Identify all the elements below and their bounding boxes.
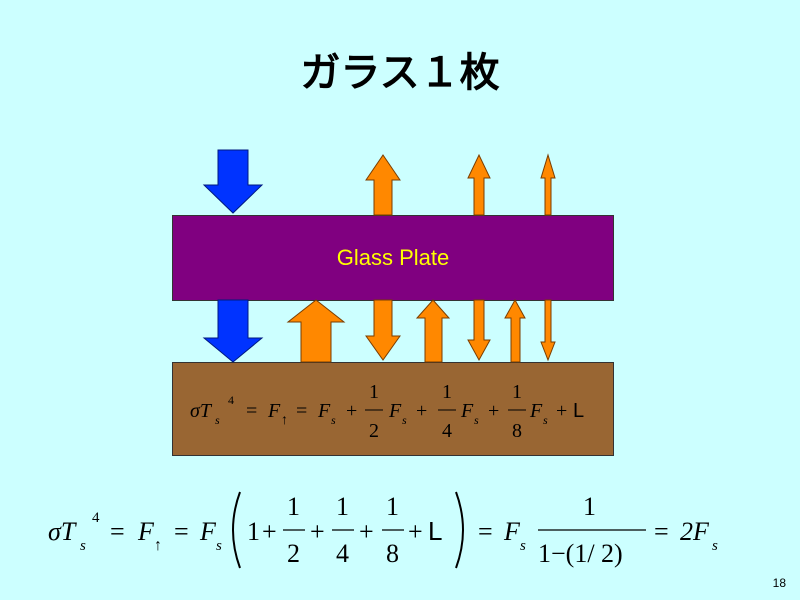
glass-plate-label: Glass Plate [336,245,450,270]
glass-plate: Glass Plate [172,215,614,301]
eq2-den-2: 2 [287,539,300,568]
eq2-eq-1: = [110,517,125,546]
eq2-plus-3: + [359,517,374,546]
eq1-den-8: 8 [512,420,522,442]
reflected-arrow-down-1 [365,299,401,361]
eq1-lhs: σT [190,400,213,422]
eq1-eq-2: = [296,400,307,422]
eq2-f1: F [199,517,217,546]
ground-equation: σT s 4 = F ↑ = F s + 1 2 F s + 1 4 F s +… [190,381,584,442]
eq1-f3-sub: s [474,413,479,427]
summary-equation: σT s 4 = F ↑ = F s 1 + 1 2 + 1 4 + 1 8 +… [48,491,718,569]
eq2-result-sub: s [712,538,718,554]
eq2-result: 2F [680,517,710,546]
emitted-arrow-up-1 [365,154,401,216]
reemitted-arrow-up-2 [504,298,526,363]
eq2-ellipsis: L [428,516,442,546]
eq1-fup: F [267,400,281,422]
eq1-plus-1: + [346,400,357,422]
eq2-f1-sub: s [216,538,222,554]
eq1-f2-sub: s [402,413,407,427]
eq1-f4-sub: s [543,413,548,427]
eq2-num-1: 1 [287,492,300,521]
eq1-f2: F [388,400,402,422]
page-title: ガラス１枚 [300,50,500,96]
eq1-lhs-sub: s [215,413,220,427]
incoming-arrow-top [202,149,264,214]
eq2-plus-1: + [262,517,277,546]
eq1-f3: F [460,400,474,422]
eq2-num-2: 1 [336,492,349,521]
eq1-den-2: 2 [369,420,379,442]
emitted-arrow-up-3 [540,153,556,216]
eq1-fup-sub: ↑ [281,413,288,428]
eq2-lhs-sub: s [80,538,86,554]
eq2-eq-4: = [654,517,669,546]
eq2-lhs-sup: 4 [92,510,100,526]
eq1-lhs-sup: 4 [228,393,234,407]
eq1-plus-3: + [488,400,499,422]
reemitted-arrow-up-1 [415,299,451,363]
eq2-frac-den: 1−(1/ 2) [538,539,623,568]
eq2-den-8: 8 [386,539,399,568]
ground-surface [172,362,614,456]
eq1-num-3: 1 [512,381,522,403]
eq2-fup: F [137,517,155,546]
eq1-ellipsis: L [573,400,584,422]
page-number: 18 [772,576,786,590]
eq2-den-4: 4 [336,539,349,568]
eq1-den-4: 4 [442,420,452,442]
eq1-f1: F [317,400,331,422]
eq2-lhs: σT [48,517,77,546]
eq1-plus-2: + [416,400,427,422]
eq2-f2: F [503,517,521,546]
eq2-eq-2: = [174,517,189,546]
eq2-fup-sub: ↑ [154,537,162,554]
eq2-f2-sub: s [520,538,526,554]
eq2-eq-3: = [478,517,493,546]
eq2-one: 1 [247,517,260,546]
emitted-arrow-up-2 [467,153,491,216]
eq1-num-1: 1 [369,381,379,403]
eq1-f1-sub: s [331,413,336,427]
incoming-arrow-transmitted [202,299,264,363]
eq2-plus-2: + [310,517,325,546]
surface-emission-arrow [286,299,346,363]
eq2-plus-4: + [408,517,423,546]
eq1-num-2: 1 [442,381,452,403]
reflected-arrow-down-3 [540,299,556,362]
eq1-f4: F [529,400,543,422]
eq1-plus-4: + [556,400,567,422]
eq2-frac-num: 1 [583,492,596,521]
eq2-num-3: 1 [386,492,399,521]
eq1-eq-1: = [246,400,257,422]
reflected-arrow-down-2 [467,299,491,362]
